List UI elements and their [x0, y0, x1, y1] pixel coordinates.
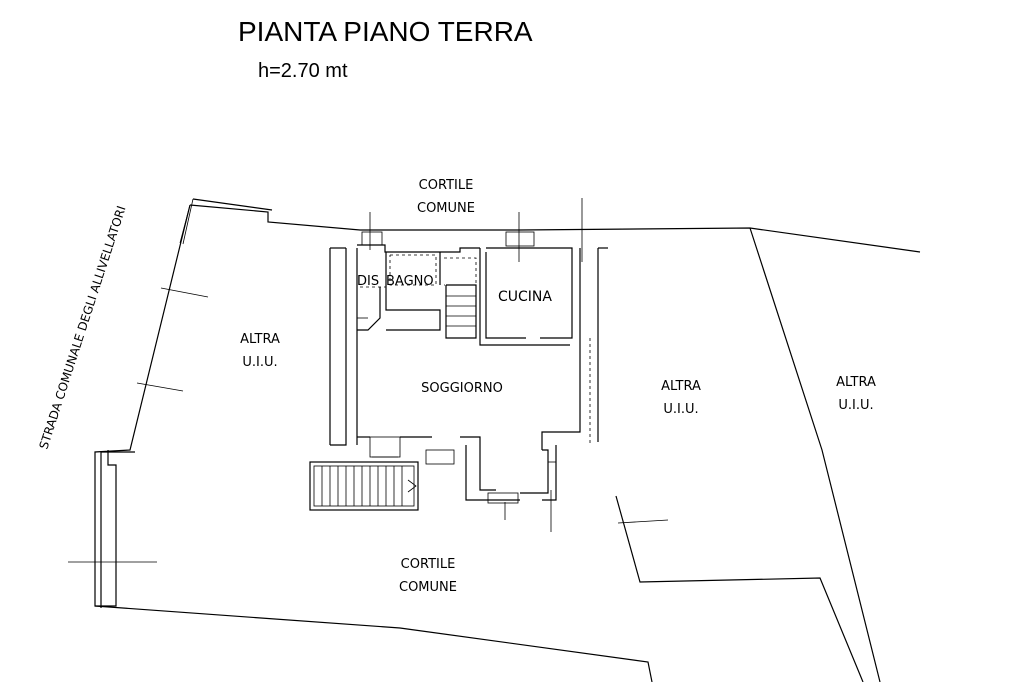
bagno-label: BAGNO	[386, 274, 434, 289]
plan-subtitle: h=2.70 mt	[258, 60, 348, 82]
dis-label: DIS	[357, 274, 379, 289]
cortile-top-line1: CORTILE	[419, 178, 474, 193]
boundary-ticks	[68, 198, 669, 563]
external-stair	[309, 461, 419, 511]
cucina-label: CUCINA	[498, 289, 552, 305]
altra-right-line1: ALTRA	[836, 375, 876, 390]
street-label: STRADA COMUNALE DEGLI ALLIVELLATORI	[37, 204, 129, 451]
soggiorno-label: SOGGIORNO	[421, 381, 503, 396]
cortile-top-line2: COMUNE	[417, 201, 475, 216]
altra-mid-line1: ALTRA	[661, 379, 701, 394]
altra-left-line2: U.I.U.	[242, 355, 277, 370]
altra-mid-line2: U.I.U.	[663, 402, 698, 417]
cortile-bottom-line2: COMUNE	[399, 580, 457, 595]
cortile-bottom-line1: CORTILE	[401, 557, 456, 572]
plan-title: PIANTA PIANO TERRA	[238, 16, 533, 47]
altra-right-line2: U.I.U.	[838, 398, 873, 413]
altra-left-line1: ALTRA	[240, 332, 280, 347]
windows	[361, 231, 535, 504]
boundary-lines	[94, 198, 921, 682]
